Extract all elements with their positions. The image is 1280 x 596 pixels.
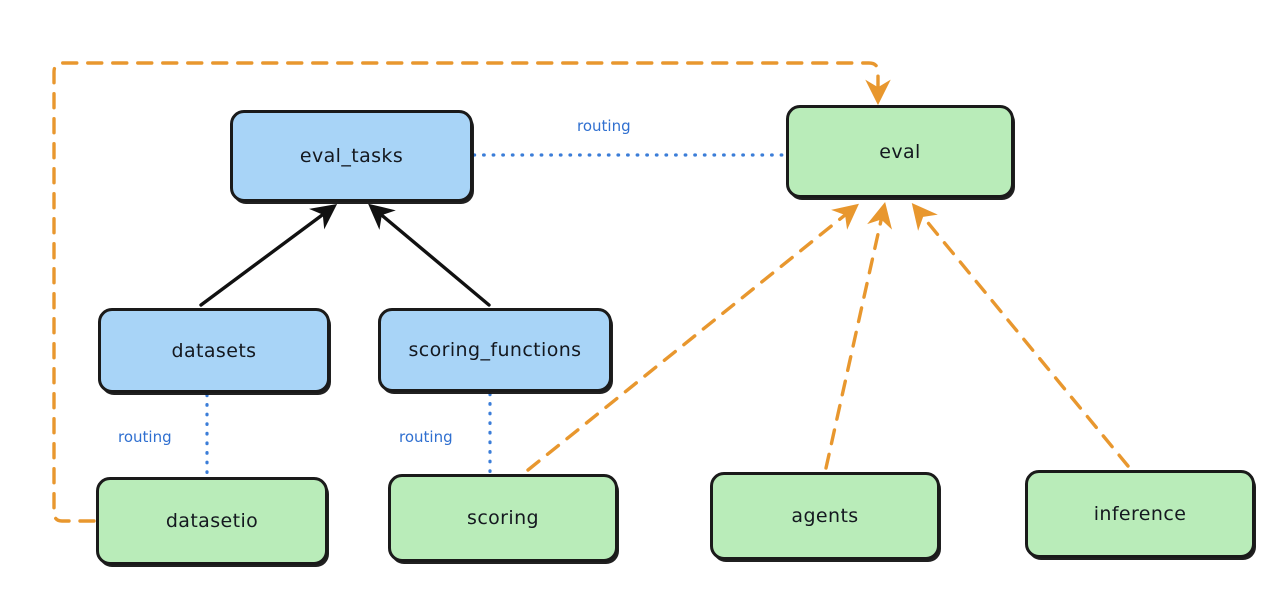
node-scoring[interactable]: scoring <box>388 474 618 562</box>
node-datasetio[interactable]: datasetio <box>96 477 328 565</box>
edge-scoring-functions-to-eval-tasks <box>368 203 491 307</box>
edge-datasets-to-eval-tasks <box>199 203 338 307</box>
node-label: agents <box>791 505 859 527</box>
node-inference[interactable]: inference <box>1025 470 1255 558</box>
edge-agents-to-eval <box>824 202 893 470</box>
edge-label-routing-datasets-datasetio: routing <box>118 428 172 446</box>
node-label: inference <box>1093 503 1187 525</box>
node-label: scoring <box>467 507 539 529</box>
node-datasets[interactable]: datasets <box>98 308 330 393</box>
node-agents[interactable]: agents <box>710 472 940 560</box>
node-eval[interactable]: eval <box>786 105 1014 198</box>
edge-label-routing-eval-tasks-eval: routing <box>577 117 631 135</box>
edge-datasetio-to-eval <box>52 61 891 523</box>
node-scoring-functions[interactable]: scoring_functions <box>378 308 612 392</box>
node-label: eval_tasks <box>299 145 404 167</box>
node-label: scoring_functions <box>408 339 582 361</box>
edge-label-routing-scoring-functions-scoring: routing <box>399 428 453 446</box>
node-label: datasets <box>171 339 257 362</box>
node-label: datasetio <box>165 510 259 532</box>
node-label: eval <box>879 140 921 163</box>
edge-inference-to-eval <box>911 203 1130 468</box>
node-eval-tasks[interactable]: eval_tasks <box>230 110 473 202</box>
edge-scoring-to-eval <box>526 203 859 472</box>
